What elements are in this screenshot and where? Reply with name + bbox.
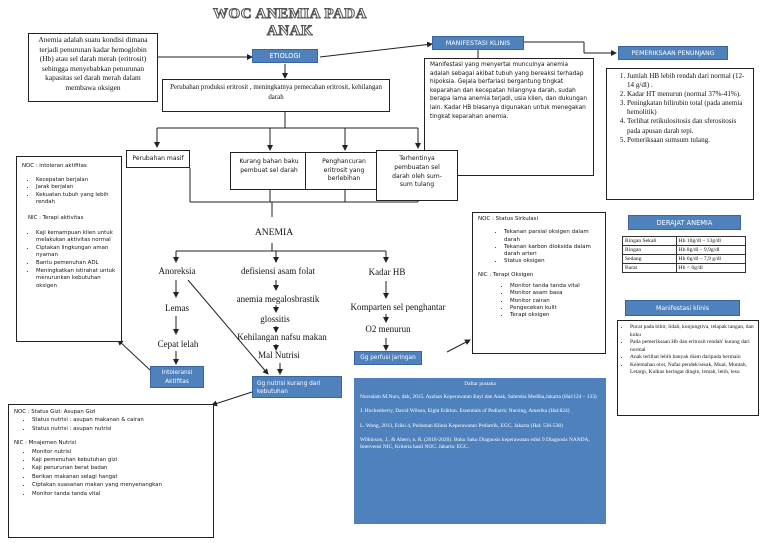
- dx-nutrisi: Gg nutrisi kurang dari kebutuhan: [252, 376, 342, 398]
- cepat-lelah-node: Cepat lelah: [157, 339, 199, 349]
- manif2-title: Manifestasi klinis: [625, 300, 740, 316]
- cause-box-4: Terhentinya pembuatan sel darah oleh sum…: [376, 150, 458, 201]
- etiologi-label: ETIOLOGI: [252, 49, 318, 63]
- nic-item: Bantu pemenuhan ADL: [36, 260, 116, 268]
- noc-sirkulasi-box: NOC : Status Sirkulasi Tekanan parsial o…: [472, 212, 606, 354]
- pustaka-item: J. Hockenberry, David Wilson, Eight Edit…: [360, 408, 570, 415]
- noc-item: Tekanan parsial oksigen dalam darah: [504, 229, 600, 244]
- noc-title: NOC : Status Sirkulasi: [478, 216, 538, 222]
- daftar-pustaka-box: Daftar pustaka Nursalam M.Nurs, dkk, 201…: [354, 378, 606, 524]
- pustaka-item: Nursalam M.Nurs, dkk, 2015. Asuhan Keper…: [360, 394, 597, 401]
- anoreksia-node: Anoreksia: [158, 266, 196, 276]
- derajat-level: Ringan: [622, 245, 677, 255]
- malnutrisi-node: Mal Nutrisi: [258, 350, 300, 360]
- anemia-node: ANEMIA: [254, 227, 294, 238]
- nic-item: Monitor tanda tanda vital: [510, 283, 600, 290]
- noc-item: Kekuatan tubuh yang lebih rendah: [36, 192, 116, 207]
- nic-item: Monitor cairan: [510, 298, 600, 305]
- manif2-box: Pucat pada bibir, lidah, konjungtiva, te…: [617, 320, 759, 416]
- main-cause-box: Perubahan produksi eritrosit , meningkat…: [162, 79, 390, 112]
- pustaka-item: L. Wong, 2013, Edisi 4, Pedoman Klinis K…: [360, 422, 563, 429]
- derajat-level: Ringan Sekali: [622, 236, 677, 246]
- noc-title: NOC : Status Gizi: Asupan Gizi: [14, 409, 96, 415]
- dx-perfusi: Gg perfusi jaringan: [354, 351, 422, 365]
- megaloblastik-node: anemia megalosbrastik: [236, 294, 320, 304]
- pustaka-item: Wilkinson, J., & Ahern, n. R. (2018-2020…: [360, 436, 590, 451]
- noc-item: Status nutrisi : asupan nutrisi: [32, 425, 208, 433]
- glossitis-node: glossitis: [260, 314, 290, 324]
- noc-aktifitas-box: NOC : intoleran aktifitas Kecepatan berj…: [16, 156, 122, 342]
- nic-title: NIC : Terapi Oksigen: [478, 271, 534, 278]
- derajat-level: Barat: [622, 263, 677, 273]
- manifestasi-item: Kelemahan otot, Nafas pendek/sesak, Mual…: [630, 362, 755, 377]
- nic-item: Kaji kemampuan klien untuk melakukan akt…: [36, 230, 116, 245]
- noc-item: Status nutrisi : asupan makanan & cairan: [32, 416, 208, 424]
- nic-title: NIC : Mnajemen Nutrisi: [14, 440, 77, 447]
- derajat-title: DERAJAT ANEMIA: [628, 215, 741, 230]
- nic-item: Pengecekan kulit: [510, 305, 600, 312]
- cause-box-2: Kurang bahan baku pembuat sel darah: [230, 152, 308, 190]
- pemeriksaan-item: Pemeriksaan sumsum tulang.: [627, 136, 749, 145]
- noc-item: Tekanan karbon dioksida dalam darah arte…: [504, 244, 600, 259]
- pemeriksaan-item: Jumlah HB lebih rendah dari normal (12-1…: [627, 72, 749, 90]
- derajat-range: Hb 10g/dl – 13g/dl: [675, 236, 747, 246]
- nic-item: Monitor nutrisi: [32, 448, 208, 456]
- derajat-range: Hb < 6g/dl: [675, 263, 747, 273]
- pemeriksaan-item: Terlihat retikulositosis dan sferositosi…: [627, 117, 749, 135]
- manifestasi-label: MANIFESTASI KLINIS: [432, 36, 524, 50]
- nic-item: Monitor tanda tanda vital: [32, 490, 208, 498]
- noc-gizi-box: NOC : Status Gizi: Asupan Gizi Status nu…: [8, 404, 214, 538]
- lemas-node: Lemas: [165, 303, 189, 313]
- defisiensi-node: defisiensi asam folat: [241, 266, 315, 276]
- definition-box: Anemia adalah suatu kondisi dimana terja…: [28, 33, 158, 102]
- cause-box-1: Perubahan masif: [126, 150, 190, 168]
- nic-item: Terapi oksigen: [510, 312, 600, 319]
- nic-item: Monitor asam basa: [510, 290, 600, 297]
- manifestasi-item: Pucat pada bibir, lidah, konjungtiva, te…: [630, 324, 755, 339]
- derajat-range: Hb 8g/dl – 9,9g/dl: [675, 245, 747, 255]
- nic-title: NIC : Terapi aktivitas: [28, 214, 84, 221]
- noc-title: NOC : intoleran aktifitas: [22, 163, 87, 169]
- kadar-hb-node: Kadar HB: [368, 267, 406, 277]
- noc-item: Jarak berjalan: [36, 184, 116, 192]
- nic-item: Kaji pemenuhan kebutuhan gizi: [32, 456, 208, 464]
- noc-item: Kecepatan berjalan: [36, 177, 116, 185]
- pemeriksaan-box: Jumlah HB lebih rendah dari normal (12-1…: [606, 68, 754, 200]
- pemeriksaan-item: Peningkatan bilirubin total (pada anemia…: [627, 99, 749, 117]
- nafsu-makan-node: Kehilangan nafsu makan: [237, 332, 327, 342]
- noc-item: Status oksigen: [504, 258, 600, 265]
- dx-intoleransi: Intoleransi Aktifitas: [150, 366, 204, 388]
- page-title: WOC ANEMIA PADA ANAK: [213, 6, 367, 40]
- derajat-level: Sedang: [622, 254, 677, 264]
- pemeriksaan-item: Kadar HT menurun (normal 37%-41%).: [627, 90, 749, 99]
- derajat-range: Hb 6g/dl – 7,9 g/dl: [675, 254, 747, 264]
- nic-item: Ciptakan lingkungan aman nyaman: [36, 245, 116, 260]
- cause-box-3: Penghancuran eritrosit yang berlebihan: [305, 152, 383, 190]
- pemeriksaan-label: PEMERIKSAAN PENUNJANG: [618, 46, 728, 60]
- nic-item: Ciptakan suasanan makan yang menyenangka…: [32, 481, 208, 489]
- manifestasi-item: Anak terlihat lebih banyak diam daripada…: [630, 354, 755, 362]
- manifestasi-item: Pada pemeriksaan Hb dan eritrosit rendah…: [630, 339, 755, 354]
- nic-item: Meningkatkan istirahat untuk menurunkan …: [36, 268, 116, 291]
- komparten-node: Komparten sel penghantar: [350, 302, 446, 312]
- pustaka-title: Daftar pustaka: [464, 381, 496, 387]
- o2-menurun-node: O2 menurun: [365, 324, 411, 334]
- nic-item: Kaji penurunan berat badan: [32, 464, 208, 472]
- nic-item: Berikan makanan selagi hangat: [32, 473, 208, 481]
